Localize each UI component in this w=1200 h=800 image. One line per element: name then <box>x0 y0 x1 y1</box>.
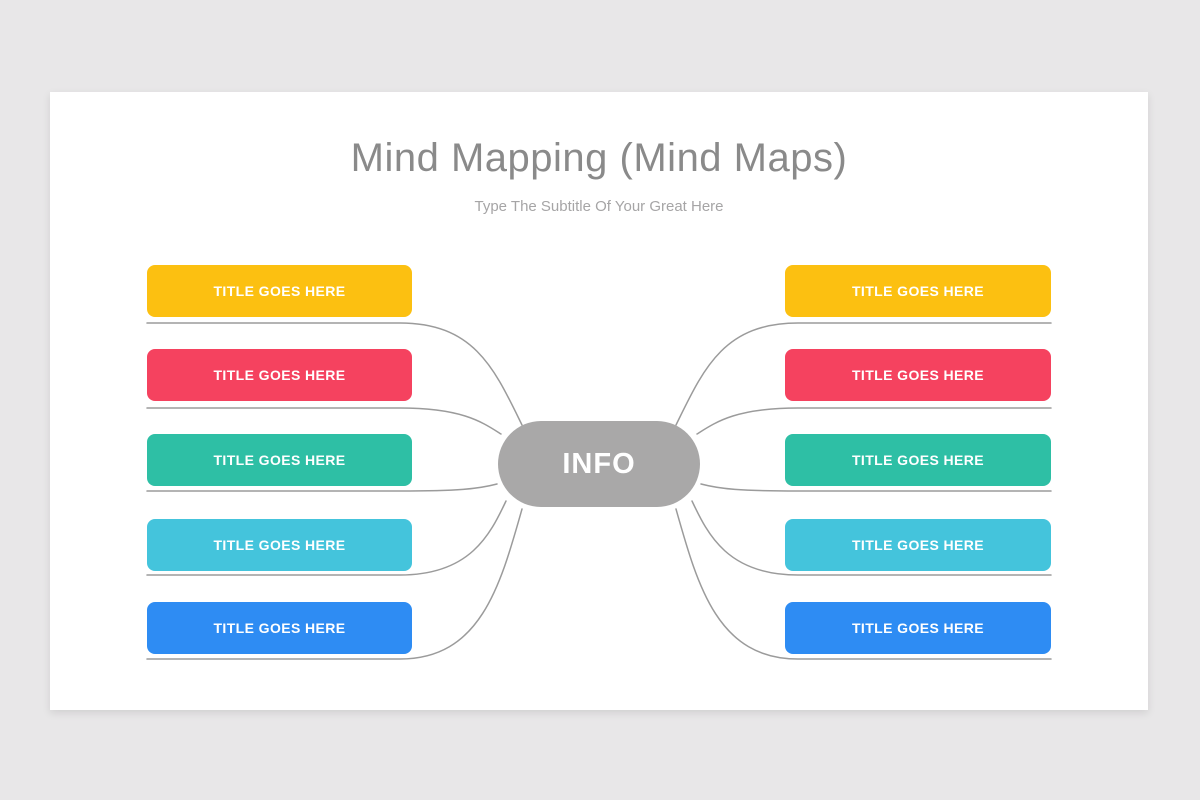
slide-canvas: Mind Mapping (Mind Maps) Type The Subtit… <box>50 92 1148 710</box>
connector-right-5 <box>675 508 1052 660</box>
branch-label: TITLE GOES HERE <box>851 367 984 383</box>
branch-box-left-3: TITLE GOES HERE <box>147 434 412 486</box>
branch-label: TITLE GOES HERE <box>213 283 346 299</box>
center-info-label: INFO <box>562 447 636 480</box>
branch-label: TITLE GOES HERE <box>851 537 984 553</box>
branch-label: TITLE GOES HERE <box>213 620 346 636</box>
branch-box-left-2: TITLE GOES HERE <box>147 349 412 401</box>
branch-box-left-5: TITLE GOES HERE <box>147 602 412 654</box>
branch-label: TITLE GOES HERE <box>213 452 346 468</box>
connector-right-4 <box>691 500 1052 576</box>
branch-label: TITLE GOES HERE <box>851 452 984 468</box>
branch-label: TITLE GOES HERE <box>213 367 346 383</box>
connector-right-3 <box>700 483 1052 492</box>
connector-left-4 <box>146 500 507 576</box>
branch-box-left-1: TITLE GOES HERE <box>147 265 412 317</box>
branch-box-left-4: TITLE GOES HERE <box>147 519 412 571</box>
branch-label: TITLE GOES HERE <box>851 283 984 299</box>
branch-label: TITLE GOES HERE <box>851 620 984 636</box>
connector-left-1 <box>146 322 523 426</box>
branch-box-right-3: TITLE GOES HERE <box>785 434 1051 486</box>
connector-left-2 <box>146 407 502 435</box>
center-info-node: INFO <box>498 421 700 507</box>
connector-right-2 <box>696 407 1052 435</box>
branch-box-right-2: TITLE GOES HERE <box>785 349 1051 401</box>
connector-left-3 <box>146 483 498 492</box>
connector-left-5 <box>146 508 523 660</box>
branch-box-right-4: TITLE GOES HERE <box>785 519 1051 571</box>
branch-box-right-1: TITLE GOES HERE <box>785 265 1051 317</box>
slide-title: Mind Mapping (Mind Maps) <box>350 136 848 180</box>
connector-right-1 <box>675 322 1052 426</box>
connector-lines <box>146 322 1052 660</box>
branch-label: TITLE GOES HERE <box>213 537 346 553</box>
branch-box-right-5: TITLE GOES HERE <box>785 602 1051 654</box>
slide-subtitle: Type The Subtitle Of Your Great Here <box>474 198 724 215</box>
